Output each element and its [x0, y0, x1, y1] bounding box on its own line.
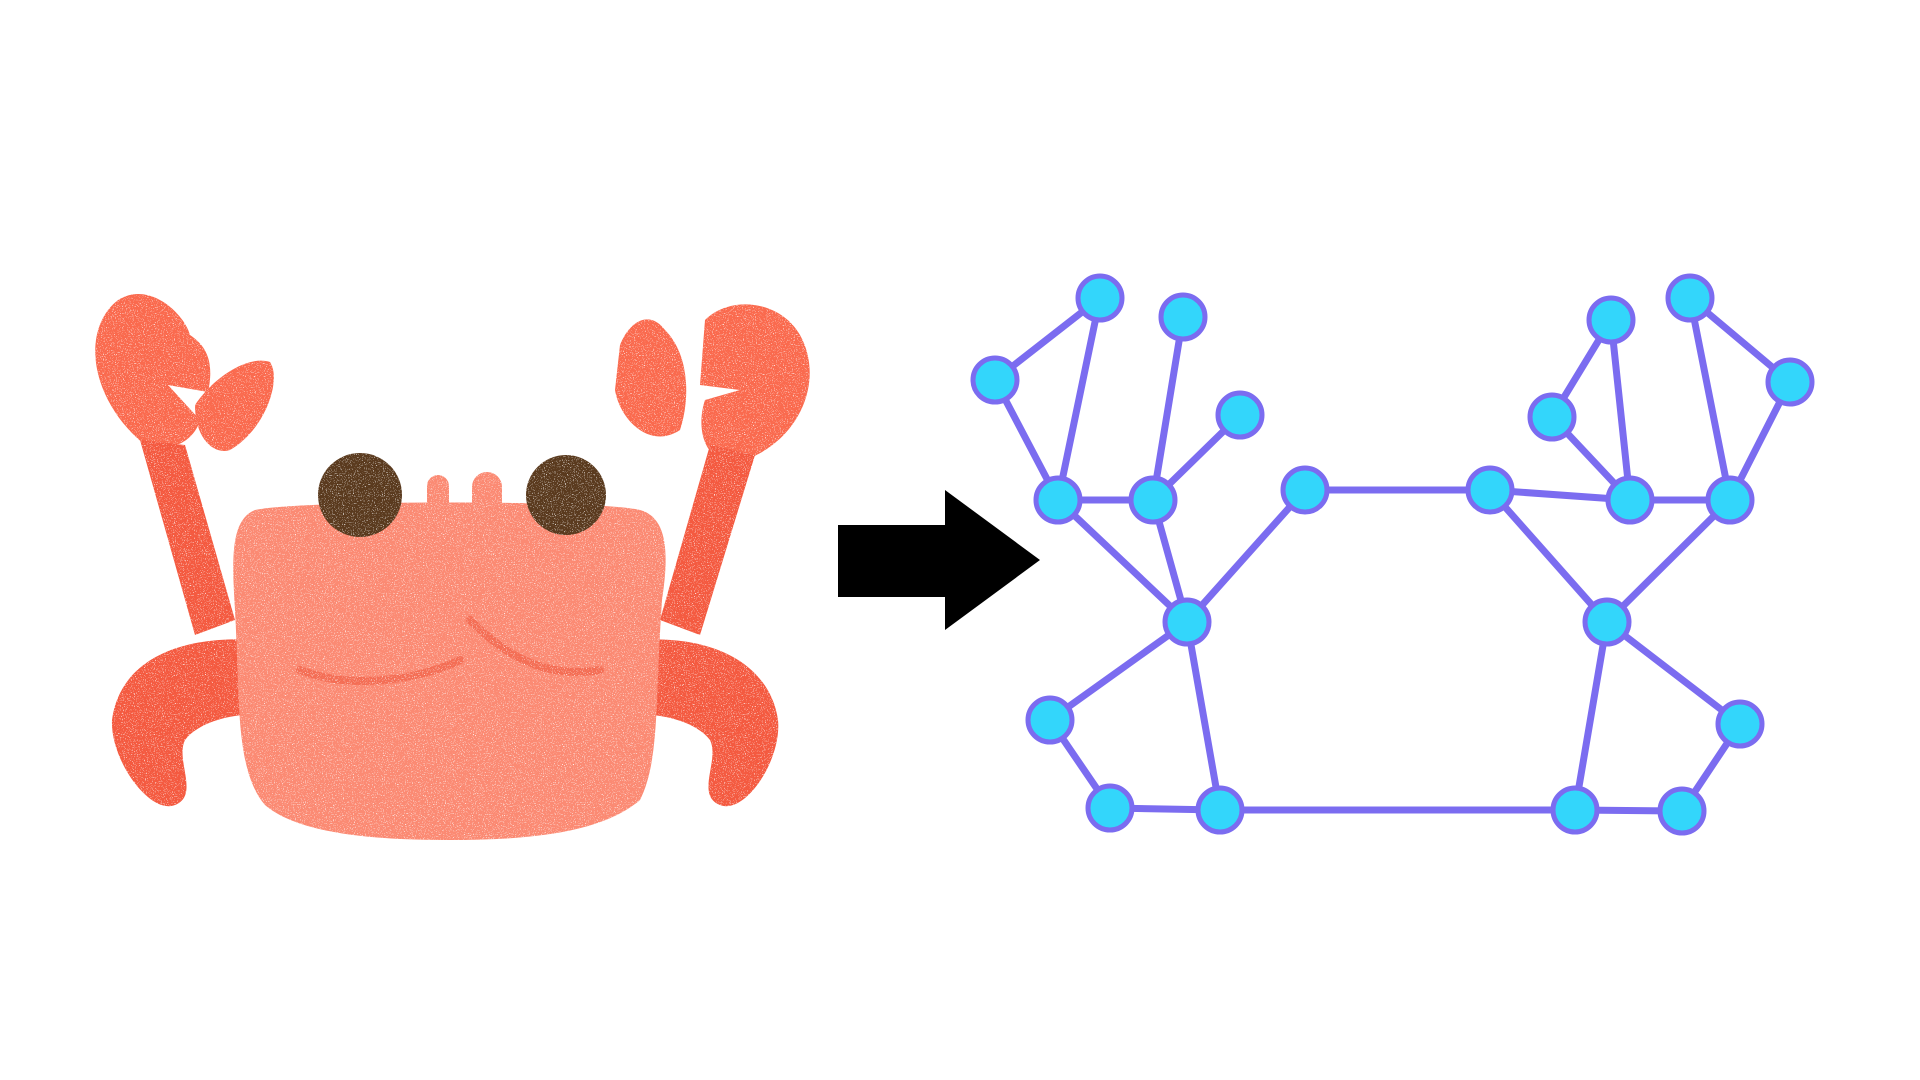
graph-edge: [1054, 496, 1191, 626]
right-arrow-icon: [838, 490, 1040, 630]
graph-node: [1715, 699, 1765, 749]
graph-node: [1665, 273, 1715, 323]
graph-node: [1605, 475, 1655, 525]
graph-node: [1765, 357, 1815, 407]
graph-edge: [1183, 486, 1309, 626]
graph-node: [1465, 465, 1515, 515]
graph-edges: [991, 294, 1794, 815]
graph-node: [1162, 597, 1212, 647]
graph-node: [1582, 597, 1632, 647]
graph-edge: [1686, 294, 1734, 504]
graph-node: [1527, 392, 1577, 442]
graph-edge: [1571, 618, 1611, 814]
graph-edge: [1183, 618, 1224, 814]
graph-node: [1085, 783, 1135, 833]
crab-texture: [95, 294, 810, 840]
graph-node: [1158, 292, 1208, 342]
graph-edge: [1603, 496, 1734, 626]
graph-nodes: [970, 273, 1815, 836]
graph-edge: [1486, 486, 1611, 626]
graph-node: [970, 355, 1020, 405]
graph-node: [1586, 295, 1636, 345]
graph-edge: [1607, 316, 1634, 504]
crab-illustration: [95, 294, 810, 840]
graph-node: [1550, 785, 1600, 835]
skeleton-graph: [970, 273, 1815, 836]
graph-edge: [1603, 618, 1744, 728]
graph-node: [1705, 475, 1755, 525]
graph-node: [1657, 786, 1707, 836]
graph-edge: [1054, 294, 1104, 504]
graph-node: [1280, 465, 1330, 515]
graph-node: [1025, 695, 1075, 745]
graph-edge: [1046, 618, 1191, 724]
graph-node: [1215, 390, 1265, 440]
graph-node: [1033, 475, 1083, 525]
graph-node: [1075, 273, 1125, 323]
graph-edge: [1149, 313, 1187, 504]
graph-node: [1128, 475, 1178, 525]
graph-node: [1195, 785, 1245, 835]
